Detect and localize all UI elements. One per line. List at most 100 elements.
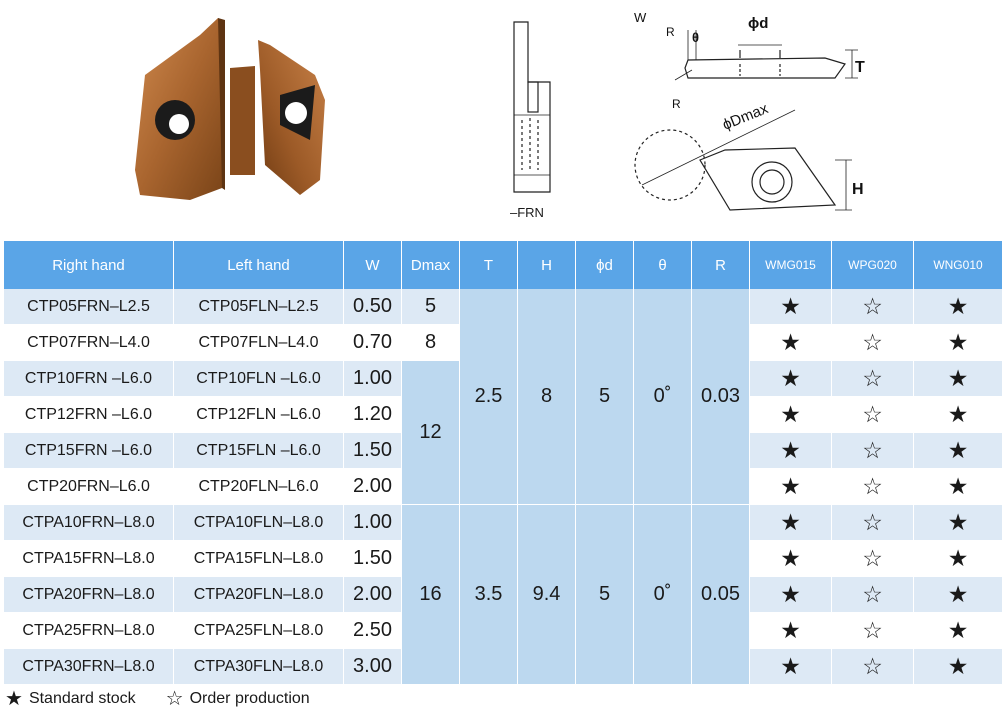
cell-right-hand: CTP10FRN –L6.0: [4, 361, 174, 397]
cell-right-hand: CTPA25FRN–L8.0: [4, 613, 174, 649]
header-w: W: [344, 241, 402, 289]
table-row: CTP07FRN–L4.0 CTP07FLN–L4.0 0.70 8 ★ ☆ ★: [4, 325, 1003, 361]
cell-phi-d-group1: 5: [576, 289, 634, 505]
cell-left-hand: CTP10FLN –L6.0: [174, 361, 344, 397]
cell-r-group1: 0.03: [692, 289, 750, 505]
cell-left-hand: CTPA30FLN–L8.0: [174, 649, 344, 685]
cell-wpg020: ☆: [832, 577, 914, 613]
cell-wmg015: ★: [750, 577, 832, 613]
cell-wpg020: ☆: [832, 433, 914, 469]
cell-left-hand: CTP15FLN –L6.0: [174, 433, 344, 469]
dim-phi-d: ϕd: [748, 15, 768, 32]
cell-left-hand: CTP07FLN–L4.0: [174, 325, 344, 361]
side-view-label: –FRN: [510, 205, 544, 220]
cell-w: 0.50: [344, 289, 402, 325]
table-row: CTP12FRN –L6.0 CTP12FLN –L6.0 1.20 ★ ☆ ★: [4, 397, 1003, 433]
table-row: CTP15FRN –L6.0 CTP15FLN –L6.0 1.50 ★ ☆ ★: [4, 433, 1003, 469]
cell-wpg020: ☆: [832, 541, 914, 577]
dim-r-bottom: R: [672, 97, 681, 111]
technical-dimension-drawing: W R θ ϕd T R ϕDmax H: [634, 10, 865, 211]
cell-wpg020: ☆: [832, 505, 914, 541]
outline-star-icon: ☆: [165, 688, 184, 710]
cell-left-hand: CTPA25FLN–L8.0: [174, 613, 344, 649]
cell-wmg015: ★: [750, 433, 832, 469]
cell-wng010: ★: [914, 397, 1003, 433]
cell-w: 2.00: [344, 469, 402, 505]
cell-wpg020: ☆: [832, 361, 914, 397]
cell-right-hand: CTPA10FRN–L8.0: [4, 505, 174, 541]
spec-table: Right hand Left hand W Dmax T H ϕd θ R W…: [4, 241, 1003, 685]
header-phi-d: ϕd: [576, 241, 634, 289]
cell-right-hand: CTPA20FRN–L8.0: [4, 577, 174, 613]
cell-wpg020: ☆: [832, 613, 914, 649]
cell-wpg020: ☆: [832, 469, 914, 505]
cell-right-hand: CTP05FRN–L2.5: [4, 289, 174, 325]
table-row: CTPA15FRN–L8.0 CTPA15FLN–L8.0 1.50 ★ ☆ ★: [4, 541, 1003, 577]
table-row: CTPA30FRN–L8.0 CTPA30FLN–L8.0 3.00 ★ ☆ ★: [4, 649, 1003, 685]
cell-left-hand: CTPA10FLN–L8.0: [174, 505, 344, 541]
cell-wng010: ★: [914, 577, 1003, 613]
table-header-row: Right hand Left hand W Dmax T H ϕd θ R W…: [4, 241, 1003, 289]
cell-w: 1.00: [344, 361, 402, 397]
cell-right-hand: CTPA15FRN–L8.0: [4, 541, 174, 577]
cell-wpg020: ☆: [832, 325, 914, 361]
cell-left-hand: CTP20FLN–L6.0: [174, 469, 344, 505]
cell-dmax: 8: [402, 325, 460, 361]
cell-t-group2: 3.5: [460, 505, 518, 685]
left-insert: [135, 18, 225, 200]
cell-dmax: 16: [402, 505, 460, 685]
cell-w: 1.50: [344, 433, 402, 469]
dim-theta: θ: [692, 30, 699, 45]
cell-wmg015: ★: [750, 361, 832, 397]
cell-wmg015: ★: [750, 649, 832, 685]
header-r: R: [692, 241, 750, 289]
table-row: CTPA25FRN–L8.0 CTPA25FLN–L8.0 2.50 ★ ☆ ★: [4, 613, 1003, 649]
dim-t: T: [855, 59, 865, 76]
header-wng010: WNG010: [914, 241, 1003, 289]
cell-right-hand: CTPA30FRN–L8.0: [4, 649, 174, 685]
header-right-hand: Right hand: [4, 241, 174, 289]
dim-r-top: R: [666, 25, 675, 39]
cell-w: 1.20: [344, 397, 402, 433]
cell-wng010: ★: [914, 325, 1003, 361]
cell-left-hand: CTP05FLN–L2.5: [174, 289, 344, 325]
cell-wmg015: ★: [750, 613, 832, 649]
header-left-hand: Left hand: [174, 241, 344, 289]
cell-right-hand: CTP07FRN–L4.0: [4, 325, 174, 361]
cell-w: 2.00: [344, 577, 402, 613]
cell-left-hand: CTPA15FLN–L8.0: [174, 541, 344, 577]
cell-h-group2: 9.4: [518, 505, 576, 685]
cell-wng010: ★: [914, 613, 1003, 649]
cell-wpg020: ☆: [832, 649, 914, 685]
cell-theta-group2: 0˚: [634, 505, 692, 685]
cell-wng010: ★: [914, 289, 1003, 325]
cell-wmg015: ★: [750, 289, 832, 325]
dim-phi-dmax: ϕDmax: [720, 100, 771, 134]
cell-phi-d-group2: 5: [576, 505, 634, 685]
header-t: T: [460, 241, 518, 289]
dim-h: H: [852, 181, 864, 198]
cell-wng010: ★: [914, 433, 1003, 469]
table-row: CTPA20FRN–L8.0 CTPA20FLN–L8.0 2.00 ★ ☆ ★: [4, 577, 1003, 613]
filled-star-icon: ★: [5, 688, 23, 710]
side-view-drawing: [513, 21, 551, 193]
legend: ★ Standard stock ☆ Order production: [5, 686, 310, 711]
cell-wng010: ★: [914, 505, 1003, 541]
cell-w: 1.50: [344, 541, 402, 577]
cell-wng010: ★: [914, 649, 1003, 685]
cell-theta-group1: 0˚: [634, 289, 692, 505]
cell-right-hand: CTP20FRN–L6.0: [4, 469, 174, 505]
cell-r-group2: 0.05: [692, 505, 750, 685]
table-row: CTPA10FRN–L8.0 CTPA10FLN–L8.0 1.00 16 3.…: [4, 505, 1003, 685]
cell-dmax: 12: [402, 361, 460, 505]
dim-w: W: [634, 10, 647, 25]
cell-right-hand: CTP15FRN –L6.0: [4, 433, 174, 469]
cell-wpg020: ☆: [832, 397, 914, 433]
cell-dmax: 5: [402, 289, 460, 325]
cell-w: 2.50: [344, 613, 402, 649]
right-insert: [230, 40, 325, 195]
table-row: CTP10FRN –L6.0 CTP10FLN –L6.0 1.00 12 ★ …: [4, 361, 1003, 505]
header-theta: θ: [634, 241, 692, 289]
table-row: CTP20FRN–L6.0 CTP20FLN–L6.0 2.00 ★ ☆ ★: [4, 469, 1003, 505]
cell-left-hand: CTPA20FLN–L8.0: [174, 577, 344, 613]
